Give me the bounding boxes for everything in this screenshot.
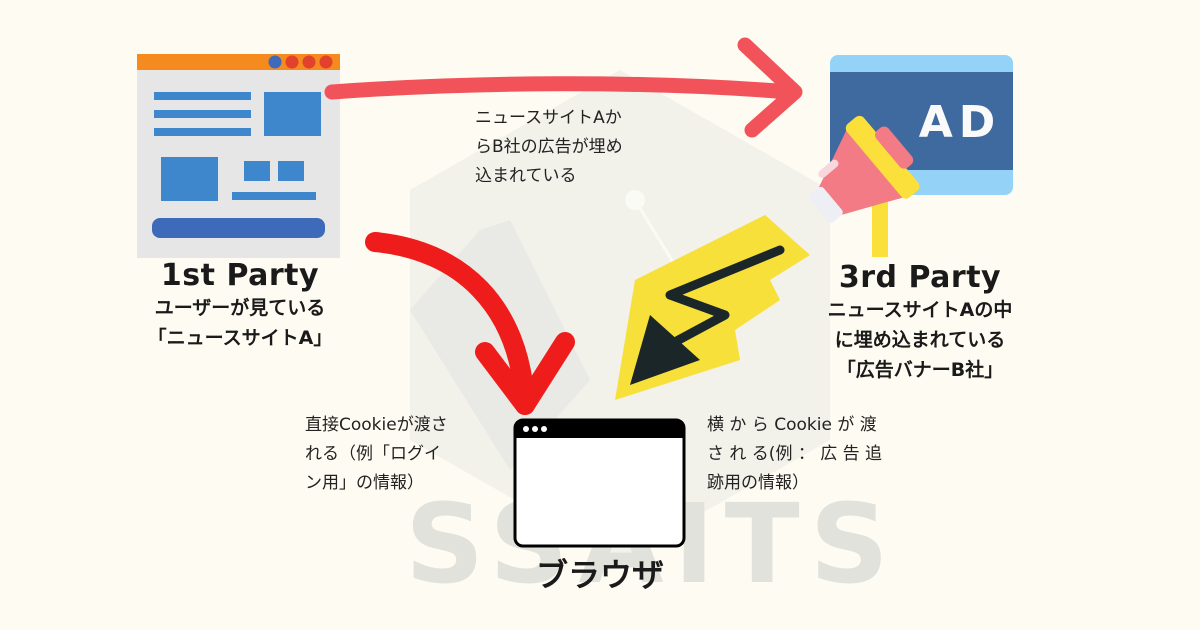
third-party-cookie-note: 横 か ら Cookie が 渡 さ れ る(例 ： 広 告 追 跡用の情報） [707,411,917,498]
embedded-ad-note: ニュースサイトAか らB社の広告が埋め 込まれている [475,104,695,191]
ad-banner-icon: AD [810,52,1020,257]
embedded-ad-note-line-1: ニュースサイトAか [475,108,622,128]
third-party-cookie-note-line-1: 横 か ら Cookie が 渡 [707,415,877,435]
third-party-subtitle-1: ニュースサイトAの中 [827,299,1013,321]
browser-label: ブラウザ [535,556,664,594]
first-party-subtitle-1: ユーザーが見ている [154,297,326,319]
arrow-first-to-third [320,30,820,140]
lightning-arrow-icon [605,210,815,415]
third-party-subtitle-2: に埋め込まれている [834,329,1006,351]
embedded-ad-note-line-3: 込まれている [475,166,577,186]
third-party-subtitle-3: 「広告バナーB社」 [836,359,1004,381]
first-party-cookie-note-line-1: 直接Cookieが渡さ [305,415,448,435]
first-party-title: 1st Party [160,258,320,293]
first-party-cookie-note-line-3: ン用」の情報） [305,473,424,493]
third-party-cookie-note-line-3: 跡用の情報） [707,473,809,493]
third-party-label: 3rd Party ニュースサイトAの中 に埋め込まれている 「広告バナーB社」 [785,260,1055,385]
third-party-title: 3rd Party [838,260,1002,295]
third-party-cookie-note-line-2: さ れ る(例 ： 広 告 追 [707,444,883,464]
first-party-cookie-note-line-2: れる（例「ログイ [305,444,441,464]
embedded-ad-note-line-2: らB社の広告が埋め [475,137,623,157]
first-party-subtitle-2: 「ニュースサイトA」 [147,327,333,349]
first-party-cookie-note: 直接Cookieが渡さ れる（例「ログイ ン用」の情報） [305,411,505,498]
ad-text: AD [919,97,1002,148]
website-icon [137,54,340,258]
browser-window-icon [513,418,686,548]
arrow-first-to-browser [360,225,580,420]
first-party-label: 1st Party ユーザーが見ている 「ニュースサイトA」 [110,258,370,353]
